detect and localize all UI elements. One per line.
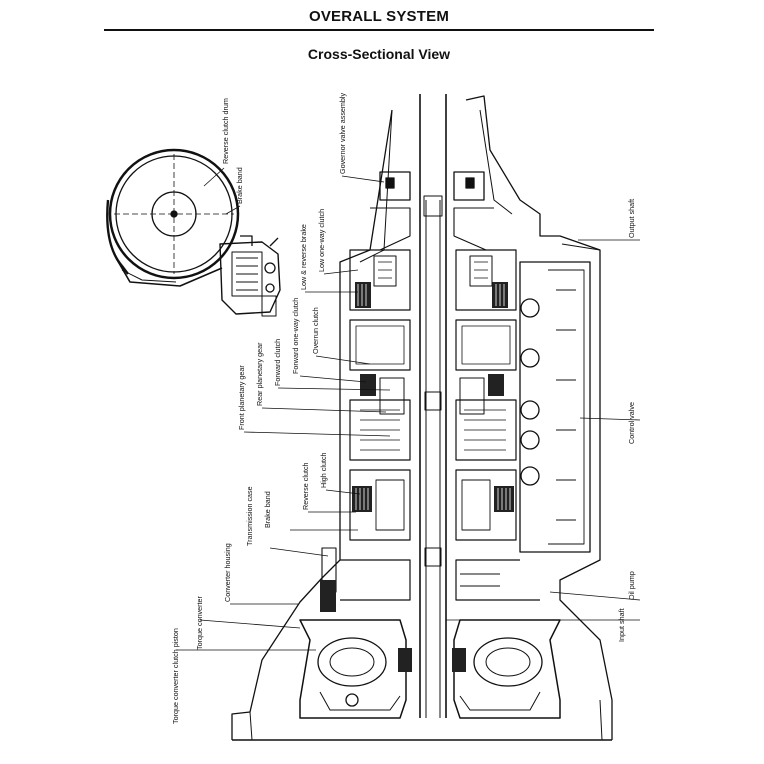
label-input-shaft: Input shaft bbox=[617, 608, 626, 642]
page-header: OVERALL SYSTEM bbox=[308, 8, 450, 25]
label-control-valve: Control valve bbox=[627, 402, 636, 444]
label-output-shaft: Output shaft bbox=[627, 199, 636, 238]
label-forward-clutch: Forward clutch bbox=[273, 339, 282, 386]
figure-title: Cross-Sectional View bbox=[307, 46, 451, 62]
label-overrun-clutch: Overrun clutch bbox=[311, 307, 320, 354]
label-high-clutch: High clutch bbox=[319, 452, 328, 488]
main-cross-section-drawing bbox=[231, 94, 613, 741]
label-transmission-case: Transmission case bbox=[245, 486, 254, 546]
brake-band-inset-drawing bbox=[106, 148, 281, 317]
label-oil-pump: Oil pump bbox=[627, 571, 636, 600]
label-rear-planetary-gear: Rear planetary gear bbox=[255, 342, 264, 406]
header-rule bbox=[104, 29, 654, 31]
leader-lines bbox=[176, 167, 641, 651]
label-reverse-clutch-drum: Reverse clutch drum bbox=[221, 98, 230, 164]
label-brake-band: Brake band bbox=[263, 491, 272, 528]
label-brake-band-inset: Brake band bbox=[235, 167, 244, 204]
label-low-reverse-brake: Low & reverse brake bbox=[299, 224, 308, 290]
label-low-one-way-clutch: Low one-way clutch bbox=[317, 209, 326, 272]
label-converter-housing: Converter housing bbox=[223, 543, 232, 602]
label-front-planetary-gear: Front planetary gear bbox=[237, 365, 246, 430]
label-governor-valve-assembly: Governor valve assembly bbox=[338, 93, 347, 174]
label-forward-one-way-clutch: Forward one-way clutch bbox=[291, 298, 300, 374]
label-reverse-clutch: Reverse clutch bbox=[301, 462, 310, 510]
label-torque-converter-clutch-piston: Torque converter clutch piston bbox=[171, 628, 180, 724]
label-torque-converter: Torque converter bbox=[195, 595, 204, 650]
